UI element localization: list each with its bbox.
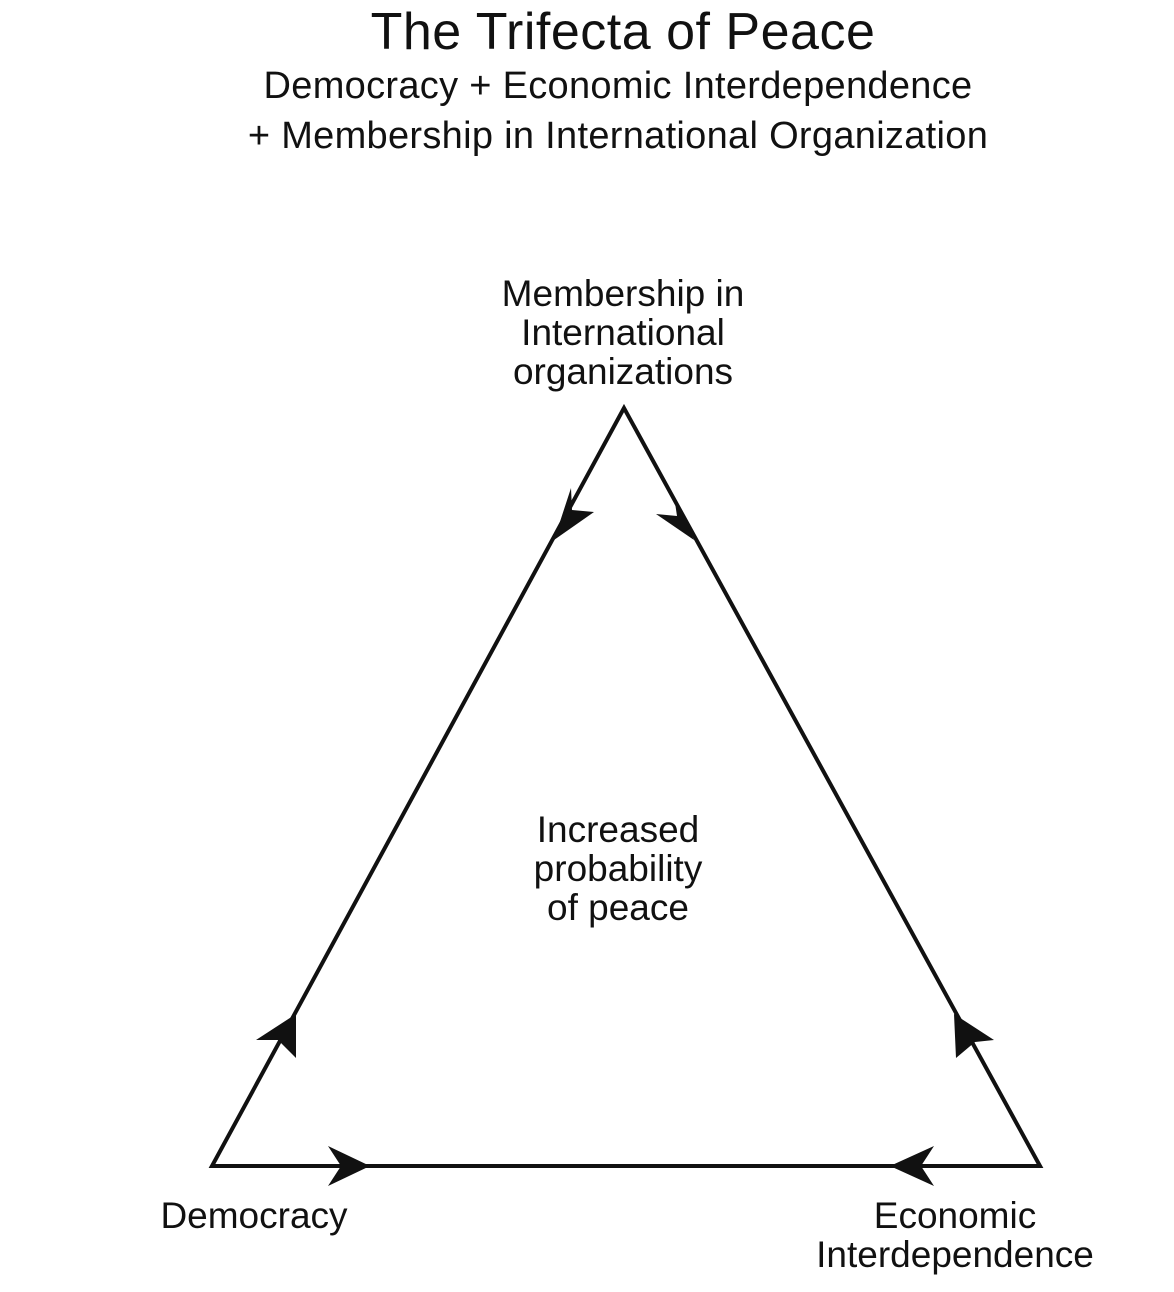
node-label-economic-interdependence: Economic Interdependence [790,1196,1120,1274]
node-label-international-organizations: Membership in International organization… [463,274,783,391]
arrowhead-top-right-down [656,496,694,540]
arrowhead-bottom-left [890,1146,934,1186]
node-label-line: organizations [512,351,734,392]
node-label-line: Economic [873,1195,1037,1236]
arrowhead-left-up [256,1014,296,1058]
diagram-title: The Trifecta of Peace [370,3,876,61]
node-label-democracy: Democracy [144,1196,364,1235]
center-label-line: Increased [536,809,700,850]
center-label-increased-probability: Increased probability of peace [468,810,768,927]
arrowhead-top-left-down [554,488,594,540]
node-label-line: Interdependence [816,1234,1094,1275]
node-label-line: International [521,312,725,353]
arrowhead-bottom-right [328,1146,370,1186]
triangle-outline [208,403,1044,1168]
diagram-subtitle-line1: Democracy + Economic Interdependence [263,65,973,107]
node-label-line: Membership in [501,273,745,314]
center-label-line: of peace [547,887,689,928]
diagram-subtitle-line2: + Membership in International Organizati… [247,115,989,157]
node-label-line: Democracy [160,1195,348,1236]
arrowhead-right-up [954,1014,994,1058]
center-label-line: probability [533,848,703,889]
